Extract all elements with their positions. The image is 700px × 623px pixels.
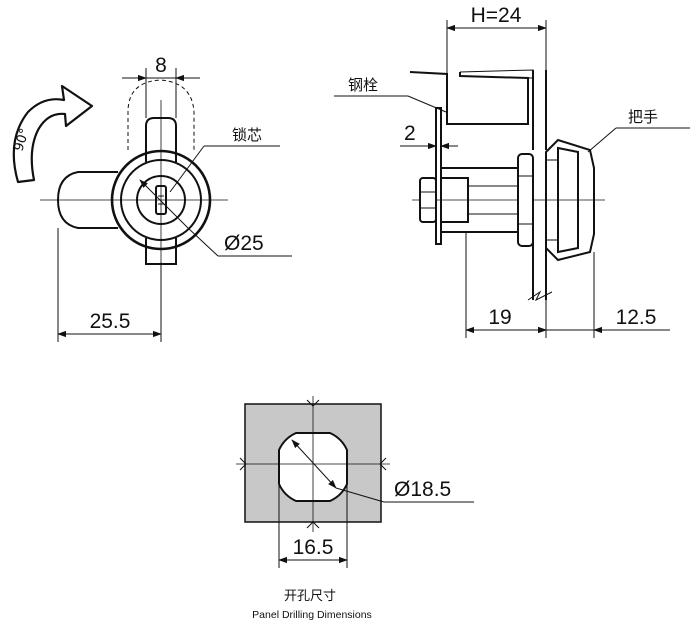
steel-bolt-label: 钢栓 bbox=[348, 76, 378, 94]
rotation-arrow-icon: 90° bbox=[12, 84, 94, 184]
panel-cutout: Ø18.5 16.5 开孔尺寸 Panel Drilling Dimension… bbox=[236, 396, 474, 621]
dim-width-top: 8 bbox=[155, 54, 167, 77]
dim-h: H=24 bbox=[471, 4, 522, 27]
handle-rotated-outline bbox=[127, 79, 195, 150]
caption-english: Panel Drilling Dimensions bbox=[252, 609, 372, 621]
panel bbox=[532, 70, 547, 150]
dim-cutout-diameter: Ø18.5 bbox=[394, 478, 451, 501]
caption-chinese: 开孔尺寸 bbox=[284, 589, 336, 604]
front-view: 90° 8 25.5 锁芯 bbox=[12, 54, 292, 342]
rotation-angle-label: 90° bbox=[12, 127, 33, 154]
thread-nut bbox=[517, 153, 534, 247]
dim-handle: 12.5 bbox=[616, 306, 657, 329]
steel-bolt bbox=[409, 71, 529, 125]
nut bbox=[419, 177, 437, 223]
dim-diameter-front: Ø25 bbox=[224, 232, 264, 255]
dim-gap: 2 bbox=[404, 122, 416, 145]
handle-knob bbox=[545, 138, 595, 262]
lock-core-label: 锁芯 bbox=[232, 126, 262, 144]
handle-label: 把手 bbox=[628, 108, 658, 126]
dim-depth: 19 bbox=[488, 306, 511, 329]
side-view: H=24 2 钢栓 bbox=[334, 4, 690, 338]
dim-cutout-width: 16.5 bbox=[293, 536, 334, 559]
dim-width-bottom: 25.5 bbox=[90, 310, 131, 333]
